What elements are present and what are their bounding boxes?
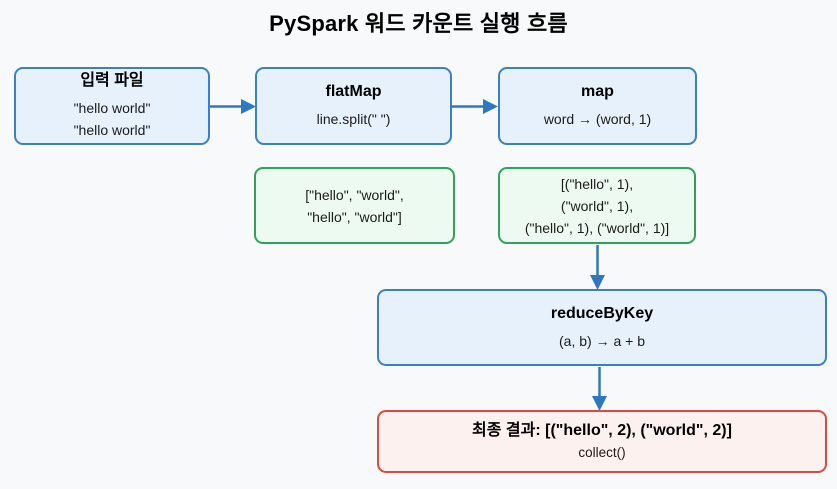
node-map-output: [("hello", 1), ("world", 1), ("hello", 1… bbox=[498, 167, 696, 244]
node-reducebykey-line: (a, b) → a + b bbox=[559, 332, 645, 349]
node-reducebykey-title: reduceByKey bbox=[550, 304, 654, 322]
node-map-title: map bbox=[581, 83, 614, 100]
node-final-result-title: 최종 결과: [("hello", 2), ("world", 2)] bbox=[472, 421, 732, 439]
node-flatmap-output-line: "hello", "world"] bbox=[307, 208, 402, 225]
node-input-file-title: 입력 파일 bbox=[80, 72, 144, 89]
node-reducebykey: reduceByKey (a, b) → a + b bbox=[377, 289, 827, 366]
arrow-input-to-flatmap-icon bbox=[210, 99, 256, 114]
node-map: map word → (word, 1) bbox=[498, 67, 697, 145]
node-map-output-line: [("hello", 1), bbox=[560, 175, 634, 192]
node-input-file-line: "hello world" bbox=[73, 122, 151, 138]
node-flatmap-output-line: ["hello", "world", bbox=[305, 186, 404, 203]
node-flatmap-title: flatMap bbox=[325, 83, 382, 100]
node-flatmap-output: ["hello", "world", "hello", "world"] bbox=[254, 167, 455, 244]
arrow-reducebykey-to-result-icon bbox=[592, 367, 607, 411]
diagram-title: PySpark 워드 카운트 실행 흐름 bbox=[269, 11, 568, 36]
node-map-output-line: ("hello", 1), ("world", 1)] bbox=[524, 219, 670, 236]
node-input-file-line: "hello world" bbox=[73, 100, 151, 116]
node-final-result: 최종 결과: [("hello", 2), ("world", 2)] coll… bbox=[377, 410, 827, 473]
arrow-flatmap-to-map-icon bbox=[451, 99, 498, 114]
node-flatmap: flatMap line.split(" ") bbox=[255, 67, 452, 145]
node-flatmap-line: line.split(" ") bbox=[316, 111, 391, 127]
node-input-file: 입력 파일 "hello world" "hello world" bbox=[14, 67, 210, 145]
arrow-mapoutput-to-reducebykey-icon bbox=[590, 245, 605, 290]
node-map-output-line: ("world", 1), bbox=[560, 197, 634, 214]
node-final-result-line: collect() bbox=[578, 444, 626, 460]
node-map-line: word → (word, 1) bbox=[543, 111, 652, 127]
